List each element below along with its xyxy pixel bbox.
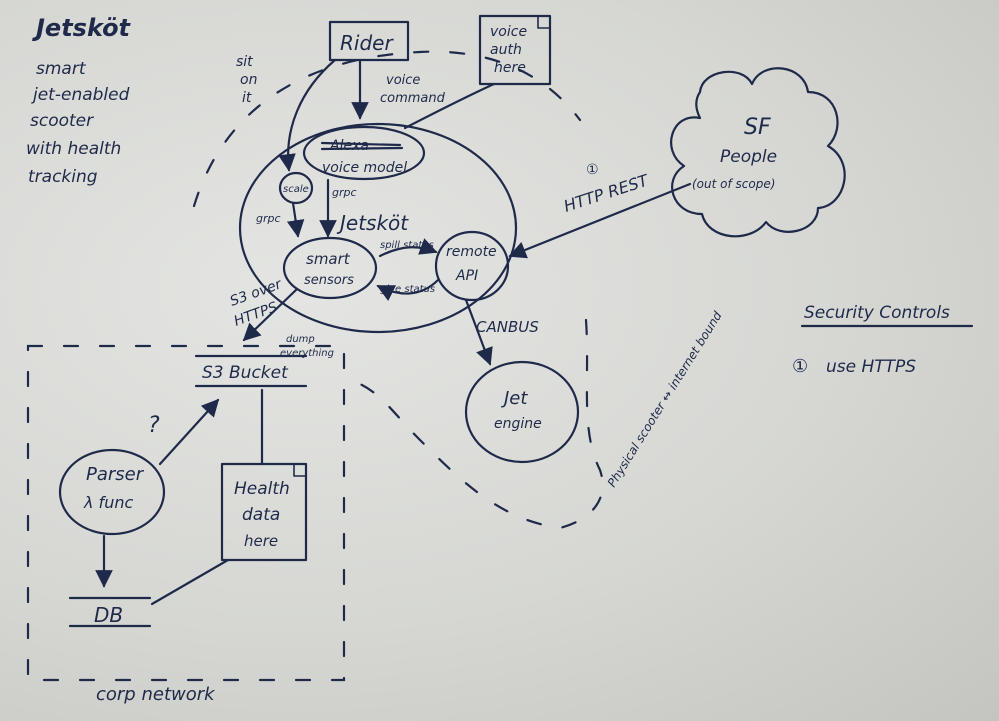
line-voice-auth-to-model <box>403 82 496 130</box>
parser-line-1: Parser <box>86 464 145 485</box>
smart-sensors-line-1: smart <box>306 250 351 268</box>
sf-people-line-1: SF <box>744 115 771 140</box>
spill-status-label: spill status <box>380 240 434 251</box>
jetskot-boundary <box>238 122 518 334</box>
title-name: Jetsköt <box>32 14 132 42</box>
s3-bucket-node: S3 Bucket <box>194 354 308 388</box>
arrow-sensors-api <box>378 238 438 258</box>
rider-label: Rider <box>340 31 394 55</box>
voice-command-line-1: voice <box>386 73 420 88</box>
grpc-label-1: grpc <box>256 212 281 225</box>
security-item-marker: ① <box>792 356 808 377</box>
arrow-sf-people-api <box>508 182 692 259</box>
smart-sensors-oval <box>282 236 378 300</box>
health-data-box <box>220 462 308 562</box>
db-lines <box>68 596 152 628</box>
health-data-line-3: here <box>244 532 278 550</box>
dump-everything-line-1: dump <box>286 334 315 345</box>
give-status-label: give status <box>380 284 435 295</box>
health-data-note: Health data here <box>220 388 308 562</box>
s3-over-https-line-1: S3 over <box>228 276 285 310</box>
canbus-label: CANBUS <box>476 318 539 336</box>
arrow-sensors-s3 <box>242 288 298 342</box>
dump-everything-line-2: everything <box>280 348 334 359</box>
voice-model-node: Alexa voice model <box>302 125 426 181</box>
title-line-1: smart <box>36 59 87 79</box>
arrow-api-sensors <box>376 278 440 301</box>
health-data-line-2: data <box>242 505 280 525</box>
rider-node: Rider <box>328 20 410 62</box>
strike-through <box>320 141 404 151</box>
security-item-text: use HTTPS <box>826 357 916 377</box>
physical-boundary <box>192 50 604 530</box>
voice-auth-line-3: here <box>494 60 526 76</box>
rider-box <box>328 20 410 62</box>
sit-on-it-line-2: on <box>240 72 257 88</box>
parser-node: Parser λ func <box>58 448 166 536</box>
voice-model-struck-text: Alexa <box>329 138 369 154</box>
grpc-label-2: grpc <box>332 186 357 199</box>
security-controls: Security Controls ① use HTTPS <box>792 303 974 377</box>
voice-auth-box <box>478 14 552 86</box>
s3-bucket-label: S3 Bucket <box>202 363 289 383</box>
scale-circle <box>278 171 314 205</box>
db-label: DB <box>94 603 123 627</box>
scale-label: scale <box>283 184 309 195</box>
voice-auth-dogear <box>537 15 551 29</box>
line-db-health <box>150 558 230 606</box>
security-heading: Security Controls <box>804 303 950 323</box>
scale-node: scale <box>278 171 314 205</box>
voice-auth-note: voice auth here <box>478 14 552 86</box>
jet-engine-node: Jet engine <box>464 360 580 464</box>
voice-command-line-2: command <box>380 91 446 106</box>
jet-engine-line-2: engine <box>494 416 542 432</box>
arrow-api-engine <box>464 298 493 366</box>
physical-boundary-label: Physical scooter ↔ internet bound <box>605 309 725 490</box>
arrow-scale-sensors <box>286 201 305 238</box>
sf-people-node: SF People (out of scope) <box>670 67 846 238</box>
sf-people-line-3: (out of scope) <box>692 177 775 191</box>
voice-auth-line-2: auth <box>490 42 522 58</box>
remote-api-oval <box>434 230 510 302</box>
remote-api-line-1: remote <box>446 244 497 260</box>
arrow-parser-s3 <box>158 398 220 466</box>
question-mark: ? <box>148 413 160 438</box>
sf-people-cloud <box>670 67 846 238</box>
s3-bucket-lines <box>194 354 308 388</box>
smart-sensors-node: smart sensors <box>282 236 378 300</box>
remote-api-line-2: API <box>455 268 478 284</box>
title-line-4: with health <box>26 139 121 159</box>
http-rest-marker: ① <box>586 162 599 178</box>
voice-model-oval <box>302 125 426 181</box>
voice-auth-line-1: voice <box>490 24 527 40</box>
parser-line-2: λ func <box>83 493 133 512</box>
remote-api-node: remote API <box>434 230 510 302</box>
title-line-3: scooter <box>30 111 94 131</box>
smart-sensors-line-2: sensors <box>304 273 354 288</box>
db-node: DB <box>68 596 152 628</box>
health-data-line-1: Health <box>234 479 290 499</box>
jetskot-label: Jetsköt <box>336 211 409 235</box>
sit-on-it-line-3: it <box>242 90 252 106</box>
title-line-5: tracking <box>28 167 98 187</box>
title-line-2: jet-enabled <box>31 85 130 105</box>
health-data-dogear <box>293 463 307 477</box>
title-block: Jetsköt smart jet-enabled scooter with h… <box>26 14 132 187</box>
http-rest-label: HTTP REST <box>561 170 651 215</box>
sf-people-line-2: People <box>720 147 777 167</box>
jet-engine-line-1: Jet <box>501 388 528 409</box>
corp-network-boundary <box>26 344 346 682</box>
arrow-rider-scale <box>278 58 337 172</box>
sit-on-it-line-1: sit <box>236 54 253 70</box>
parser-circle <box>58 448 166 536</box>
jet-engine-circle <box>464 360 580 464</box>
voice-model-label: voice model <box>322 160 407 176</box>
corp-network-label: corp network <box>96 684 216 705</box>
